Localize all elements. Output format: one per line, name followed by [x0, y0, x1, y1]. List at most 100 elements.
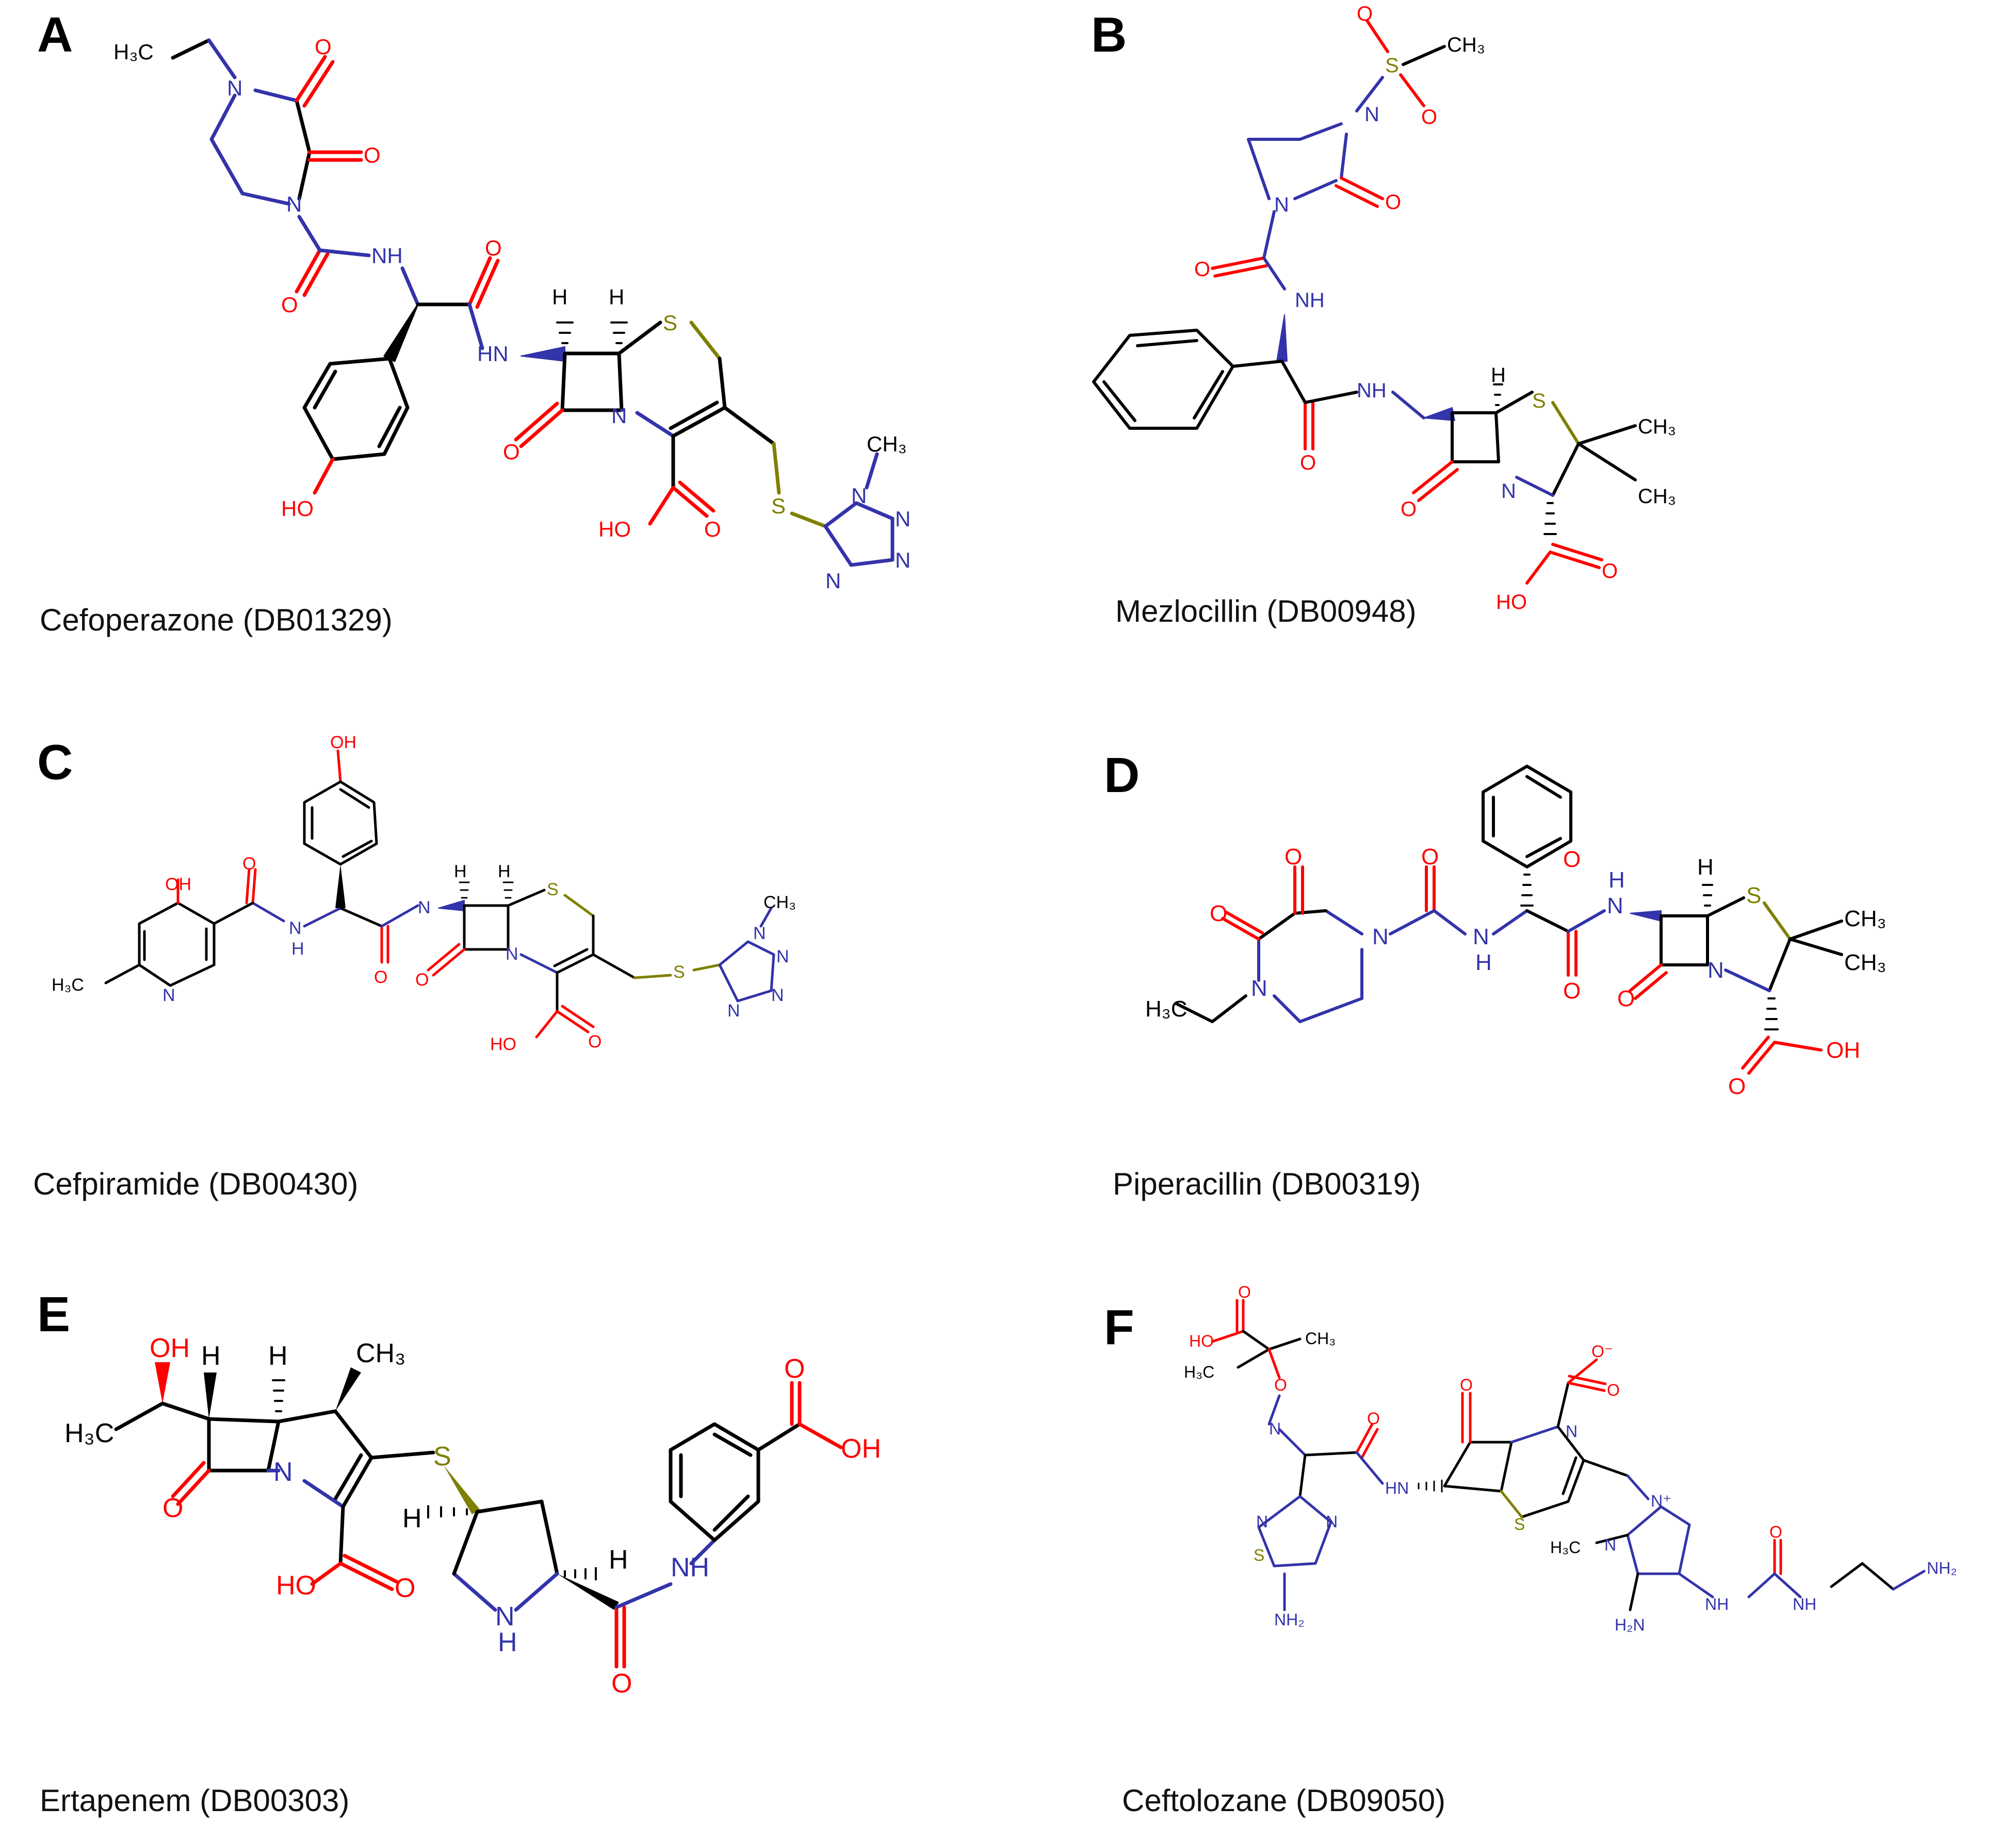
svg-text:O: O	[395, 1573, 415, 1603]
svg-text:OH: OH	[165, 875, 191, 894]
svg-text:OH: OH	[841, 1434, 881, 1464]
svg-text:N: N	[753, 924, 766, 943]
svg-text:S: S	[663, 311, 677, 335]
svg-text:S: S	[1254, 1546, 1264, 1564]
svg-text:CH₃: CH₃	[356, 1338, 405, 1368]
svg-text:H: H	[402, 1504, 422, 1534]
svg-text:H₃C: H₃C	[1184, 1363, 1214, 1381]
panel-letter: A	[37, 7, 73, 62]
svg-text:N: N	[1256, 1512, 1268, 1531]
panel-letter: D	[1104, 748, 1140, 803]
svg-text:N: N	[1364, 103, 1379, 126]
svg-text:O: O	[281, 293, 298, 317]
svg-text:CH₃: CH₃	[1305, 1329, 1336, 1348]
svg-text:NH: NH	[371, 244, 403, 268]
svg-text:NH₂: NH₂	[1274, 1610, 1305, 1629]
panel-letter: C	[37, 735, 73, 790]
svg-text:O: O	[784, 1354, 805, 1384]
svg-text:H: H	[268, 1341, 288, 1371]
svg-text:NH: NH	[1357, 379, 1387, 402]
svg-text:N: N	[227, 76, 242, 100]
structure-ertapenem: OH H H CH₃ H₃C N O S HO O H N H H NH O O…	[64, 1333, 881, 1699]
svg-text:OH: OH	[330, 733, 356, 752]
svg-text:O: O	[704, 517, 721, 541]
svg-text:N: N	[895, 507, 911, 531]
svg-text:S: S	[771, 494, 786, 518]
panel-letter: B	[1091, 7, 1127, 62]
svg-text:CH₃: CH₃	[763, 893, 796, 912]
svg-text:CH₃: CH₃	[867, 432, 907, 456]
svg-text:H: H	[1491, 364, 1506, 386]
svg-text:H₂N: H₂N	[1615, 1616, 1645, 1634]
svg-text:H₃C: H₃C	[64, 1418, 114, 1448]
svg-text:O: O	[1602, 560, 1618, 583]
svg-text:O: O	[1238, 1283, 1251, 1301]
panel-caption: Cefoperazone (DB01329)	[40, 603, 393, 637]
panel-caption: Piperacillin (DB00319)	[1113, 1167, 1421, 1201]
svg-text:H: H	[1697, 854, 1714, 880]
svg-text:S: S	[433, 1442, 451, 1472]
svg-text:S: S	[1532, 390, 1546, 412]
svg-text:H: H	[1475, 950, 1492, 975]
svg-text:N: N	[1566, 1422, 1578, 1441]
svg-text:S: S	[1514, 1515, 1525, 1534]
svg-text:O⁻: O⁻	[1591, 1342, 1613, 1361]
svg-text:N: N	[289, 918, 302, 938]
panel-caption: Ertapenem (DB00303)	[40, 1783, 350, 1818]
svg-text:O: O	[1617, 986, 1635, 1011]
svg-text:S: S	[1385, 54, 1399, 77]
svg-text:N: N	[1274, 193, 1289, 216]
svg-text:H₃C: H₃C	[52, 975, 84, 995]
svg-text:NH: NH	[1295, 289, 1325, 312]
svg-text:N: N	[1501, 480, 1516, 503]
panel-caption: Ceftolozane (DB09050)	[1122, 1783, 1446, 1818]
svg-text:O: O	[1357, 3, 1373, 25]
svg-text:N⁺: N⁺	[1651, 1492, 1671, 1510]
svg-text:O: O	[1460, 1376, 1473, 1394]
svg-text:H₃C: H₃C	[1550, 1538, 1581, 1557]
svg-text:N: N	[286, 192, 302, 216]
svg-text:CH₃: CH₃	[1638, 415, 1676, 438]
svg-text:CH₃: CH₃	[1447, 34, 1485, 56]
svg-text:O: O	[1421, 844, 1439, 869]
svg-text:OH: OH	[150, 1333, 190, 1363]
svg-text:O: O	[162, 1493, 183, 1523]
svg-text:O: O	[588, 1032, 601, 1052]
svg-text:N: N	[1269, 1419, 1281, 1438]
svg-text:HN: HN	[1385, 1479, 1409, 1497]
svg-text:N: N	[851, 483, 867, 508]
svg-text:H: H	[1608, 867, 1625, 893]
svg-text:O: O	[315, 35, 332, 59]
svg-text:O: O	[611, 1669, 632, 1699]
svg-text:O: O	[1274, 1376, 1287, 1394]
svg-text:H: H	[609, 285, 624, 309]
svg-text:N: N	[495, 1602, 515, 1632]
svg-text:NH: NH	[1705, 1595, 1729, 1613]
svg-text:O: O	[485, 236, 502, 260]
svg-text:CH₃: CH₃	[1844, 906, 1886, 931]
svg-text:N: N	[727, 1001, 740, 1021]
svg-text:N: N	[611, 403, 627, 428]
svg-text:N: N	[1326, 1512, 1338, 1531]
svg-text:H₃C: H₃C	[1145, 996, 1187, 1022]
svg-text:N: N	[895, 548, 911, 572]
svg-text:O: O	[1210, 901, 1227, 926]
svg-text:O: O	[1194, 258, 1210, 281]
svg-text:O: O	[1421, 106, 1437, 128]
svg-text:O: O	[1728, 1074, 1746, 1099]
panel-caption: Mezlocillin (DB00948)	[1115, 594, 1417, 628]
svg-text:H: H	[552, 285, 567, 309]
svg-text:HO: HO	[490, 1035, 516, 1054]
structure-cefpiramide: OH OH O N H H₃C N O N H H S N O HO O S N…	[52, 733, 796, 1054]
svg-text:N: N	[273, 1457, 293, 1487]
svg-text:HO: HO	[281, 496, 314, 521]
svg-text:N: N	[1372, 924, 1389, 949]
svg-text:N: N	[1473, 924, 1489, 949]
svg-text:S: S	[673, 962, 685, 982]
svg-text:HN: HN	[477, 342, 509, 366]
svg-text:HO: HO	[276, 1571, 316, 1601]
svg-text:NH: NH	[1793, 1595, 1816, 1613]
svg-text:H: H	[609, 1545, 628, 1575]
svg-text:O: O	[1367, 1409, 1380, 1428]
svg-text:N: N	[825, 569, 841, 593]
